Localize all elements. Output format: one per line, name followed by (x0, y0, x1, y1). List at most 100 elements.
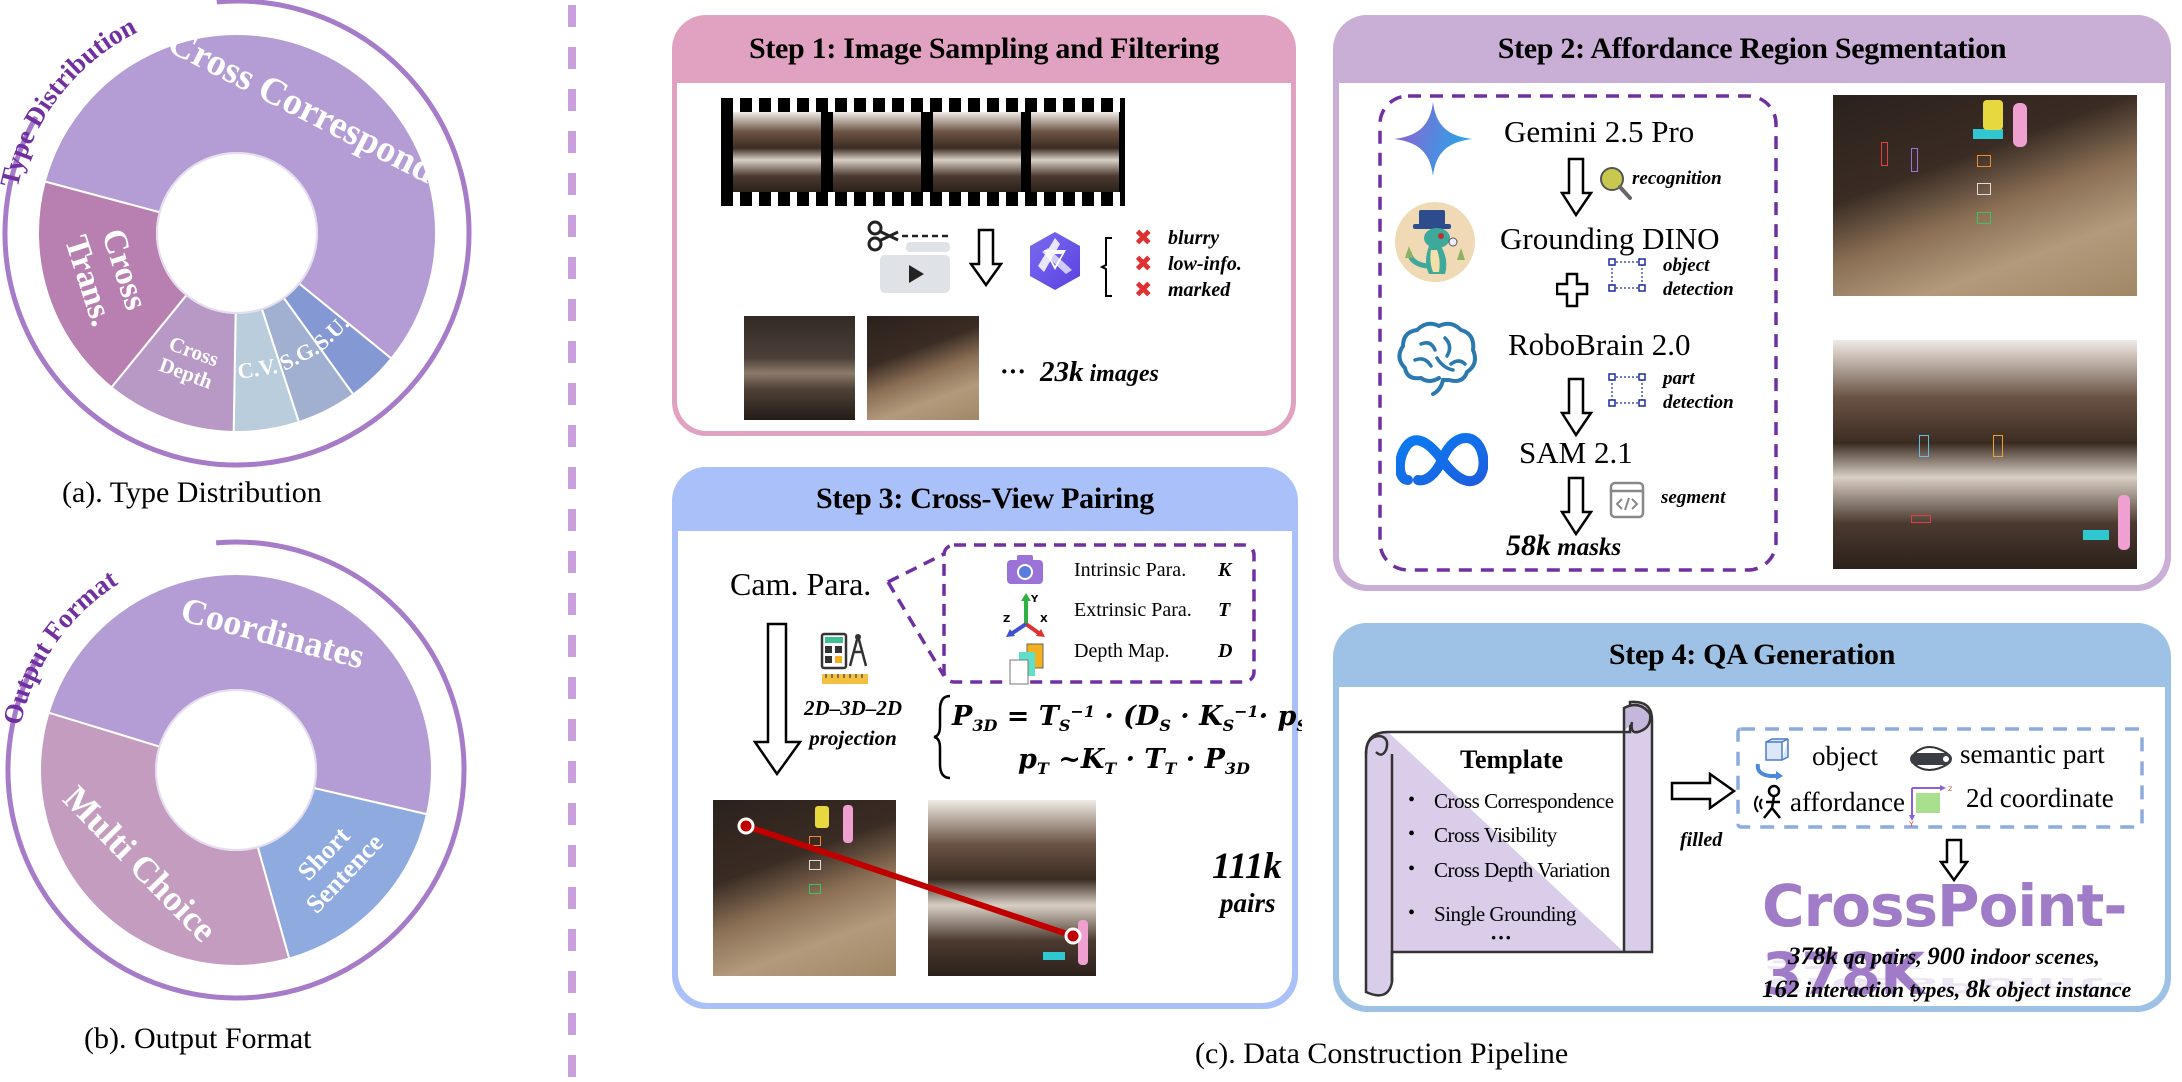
equation-line1: P3D = TS−1 · (DS · KS−1· pS), (951, 701, 1302, 735)
bullet: • (1408, 858, 1416, 880)
axis-z-label: Z (1003, 614, 1010, 625)
gemini-star-icon (1394, 102, 1472, 176)
step2-title: Step 2: Affordance Region Segmentation (1497, 32, 2007, 65)
action-label: recognition (1632, 168, 1722, 189)
bounding-box-icon (1608, 373, 1646, 407)
film-frame (933, 112, 1021, 192)
step1-title: Step 1: Image Sampling and Filtering (748, 32, 1220, 65)
pipeline-caption: (c). Data Construction Pipeline (1195, 1037, 1569, 1070)
type-distribution-caption: (a). Type Distribution (62, 476, 322, 509)
action-label: detection (1663, 392, 1734, 413)
affordance-person-icon (1754, 784, 1781, 819)
model-name: Gemini 2.5 Pro (1504, 114, 1695, 149)
bullet: • (1408, 789, 1416, 811)
coord-z-label: z (1948, 784, 1952, 793)
dataset-stats-line2: 162 interaction types, 8k object instanc… (1762, 976, 2131, 1004)
target-view-image (928, 800, 1096, 976)
decorative-ring (5, 539, 467, 1001)
film-strip (721, 98, 1125, 206)
filter-reason: low-info. (1168, 253, 1242, 275)
template-item: Cross Depth Variation (1434, 858, 1610, 882)
camera-icon (1007, 555, 1043, 584)
depth-layers-icon (1009, 643, 1044, 685)
video-cut-icon (867, 220, 950, 293)
source-point (737, 817, 755, 835)
section-divider (568, 5, 576, 1082)
filter-reason: blurry (1168, 227, 1220, 249)
slot-dashed-box (1736, 727, 2144, 829)
model-name: RoboBrain 2.0 (1508, 327, 1691, 362)
template-title: Template (1460, 745, 1564, 774)
donut-hole (155, 689, 317, 851)
action-label: detection (1663, 279, 1734, 300)
equation-line2: pT ~KT · TT · P3D (1018, 744, 1250, 778)
cam-para-label: Cam. Para. (730, 566, 872, 602)
reject-x-icon: ✖ (1134, 278, 1153, 303)
code-window-icon (1609, 481, 1645, 519)
coordinate-axes-icon: z Y (1908, 784, 1952, 827)
slot-semantic-part: semantic part (1960, 739, 2105, 769)
stat-number: 900 (1927, 943, 1965, 970)
mask-count-unit: masks (1551, 534, 1622, 561)
action-label: segment (1661, 487, 1726, 508)
down-arrow-icon (1560, 377, 1594, 438)
donut-hole (156, 152, 318, 314)
segmented-image-top (1833, 95, 2137, 296)
output-format-caption: (b). Output Format (84, 1022, 312, 1055)
image-count-number: 23k (1040, 356, 1084, 388)
action-label: part (1663, 368, 1695, 389)
dataset-stats-line1: 378k qa pairs, 900 indoor scenes, (1788, 943, 2100, 971)
meta-infinity-icon (1396, 432, 1488, 487)
film-frame (833, 112, 921, 192)
projection-label-line1: 2D–3D–2D (804, 696, 902, 720)
filled-arrow-icon (1670, 772, 1737, 810)
template-item: Cross Correspondence (1434, 789, 1614, 813)
brain-icon (1397, 321, 1477, 396)
down-arrow-icon (1560, 157, 1594, 218)
bullet: • (1408, 823, 1416, 845)
output-format-donut: Output FormatCoordinatesShortSentenceMul… (0, 539, 467, 1001)
template-scroll (1364, 700, 1654, 997)
stat-text: object instance (1990, 977, 2132, 1002)
filter-reason: marked (1168, 279, 1231, 301)
param-label: Intrinsic Para. (1074, 559, 1187, 581)
sampled-image (744, 316, 855, 420)
param-label: Extrinsic Para. (1074, 599, 1192, 621)
param-symbol: D (1218, 640, 1233, 662)
slot-2d-coordinate: 2d coordinate (1966, 783, 2114, 813)
step3-title: Step 3: Cross-View Pairing (815, 482, 1154, 515)
model-name: Grounding DINO (1500, 221, 1720, 256)
correspondence-line (737, 817, 1082, 945)
stat-text: indoor scenes, (1964, 944, 2100, 969)
stat-text: interaction types, (1799, 977, 1966, 1002)
model-name: SAM 2.1 (1519, 435, 1633, 470)
dataset-name: CrossPoint-378K (1762, 872, 2127, 1008)
segmented-image-bottom (1833, 340, 2137, 569)
handle-part-icon (1910, 746, 1952, 771)
axis-x-label: X (1040, 614, 1048, 625)
projection-equation: P3D = TS−1 · (DS · KS−1· pS), pT ~KT · T… (933, 694, 1302, 780)
ellipsis: ··· (1000, 357, 1027, 386)
stat-number: 378k (1788, 943, 1838, 970)
stat-number: 162 (1762, 976, 1800, 1003)
reject-x-icon: ✖ (1134, 226, 1153, 251)
slot-object: object (1812, 741, 1878, 771)
magnifier-icon (1600, 167, 1632, 200)
target-point (1064, 927, 1082, 945)
template-item: Cross Visibility (1434, 823, 1557, 847)
model-chain-dashed-box (1378, 94, 1778, 572)
template-ellipsis: ··· (1490, 925, 1513, 950)
projection-label: 2D–3D–2D projection (804, 693, 902, 753)
mask-count-number: 58k (1506, 529, 1551, 562)
film-frame (733, 112, 821, 192)
plus-icon (1556, 272, 1589, 308)
projection-arrow-icon (752, 622, 803, 777)
xyz-axes-icon: Y X Z (1003, 593, 1048, 637)
grounding-dino-lizard-icon (1395, 202, 1475, 282)
filled-label: filled (1680, 829, 1723, 851)
down-arrow-icon (969, 228, 1003, 288)
bullet: • (1408, 902, 1416, 924)
decorative-ring (2, 0, 472, 468)
